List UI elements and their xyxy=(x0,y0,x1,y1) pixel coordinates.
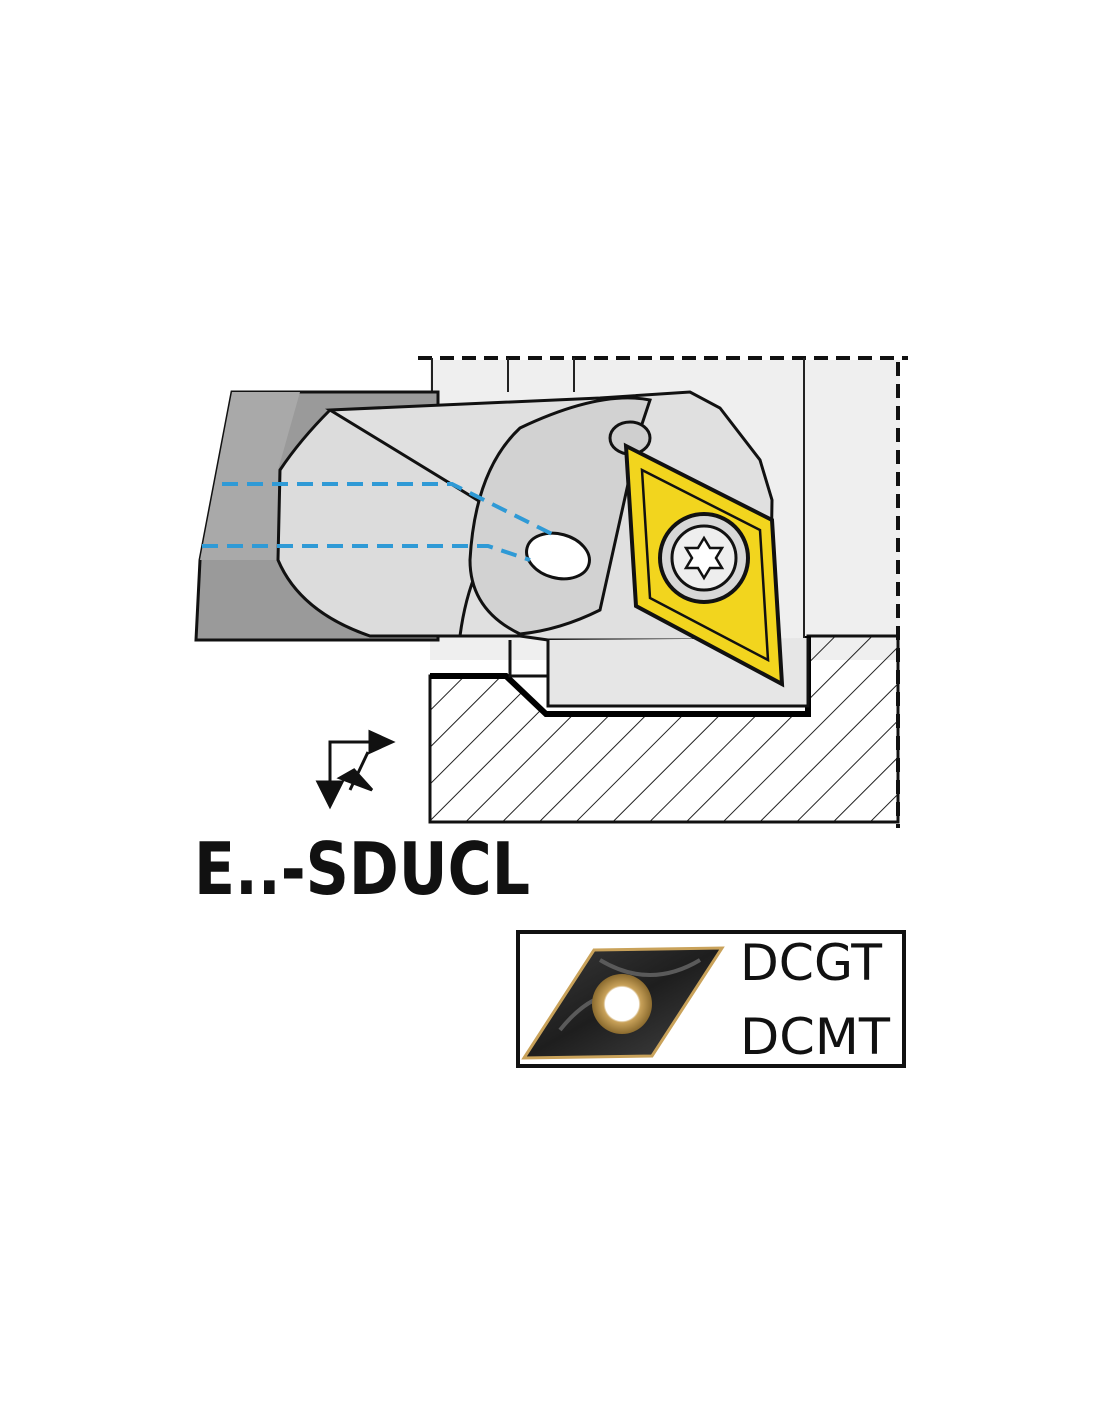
coolant-outlet xyxy=(525,531,591,581)
coolant-channel xyxy=(202,482,557,562)
insert-type-dcgt: DCGT xyxy=(740,934,882,992)
tool-designation-label: E..-SDUCL xyxy=(194,827,530,911)
feed-direction-arrows-icon xyxy=(315,729,396,810)
insert-photo-icon xyxy=(521,946,725,1060)
insert-type-box: DCGT DCMT xyxy=(516,930,906,1068)
insert-type-dcmt: DCMT xyxy=(740,1008,890,1066)
cutting-insert xyxy=(623,442,785,688)
torx-screw-icon xyxy=(658,512,750,604)
